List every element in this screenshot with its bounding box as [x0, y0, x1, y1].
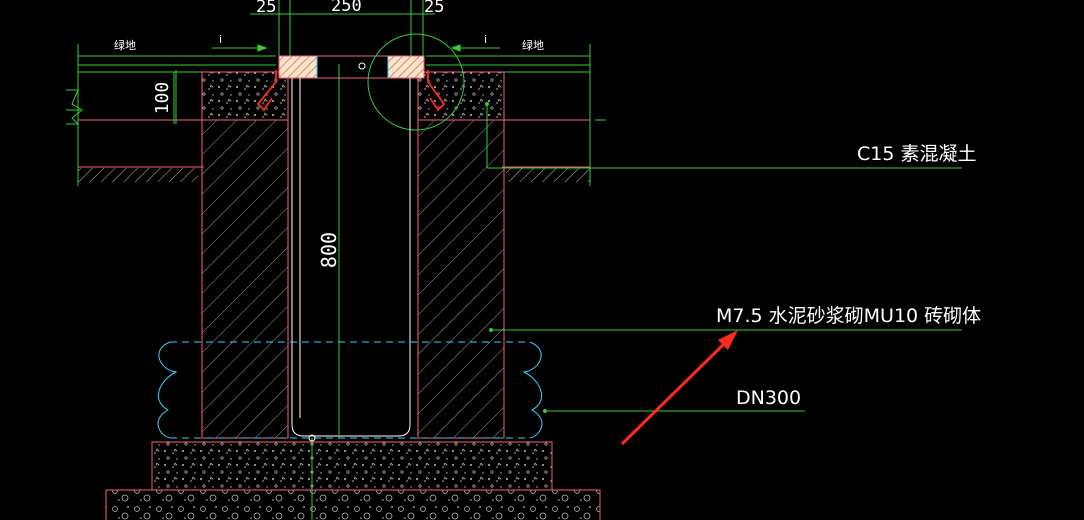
callout-label-pipe: DN300: [736, 387, 801, 409]
callout-label-masonry: M7.5 水泥砂浆砌MU10 砖砌体: [716, 305, 981, 327]
slope-label-right: i: [484, 33, 487, 46]
concrete-collar-left: [201, 71, 289, 121]
soil-hatch-right: [506, 168, 590, 182]
gravel-bedding: [105, 489, 601, 520]
masonry-wall-left: [201, 119, 289, 439]
anchor-hook-left: [256, 70, 277, 112]
detail-callout-circle: [367, 33, 465, 131]
grate-frame-left: [278, 55, 318, 79]
callout-dot-pipe: [543, 409, 547, 413]
dim-label-body-height: 800: [317, 232, 341, 268]
center-point-marker: [358, 62, 366, 70]
pipe-break-right: [522, 341, 543, 439]
pipe-break-left: [157, 341, 178, 439]
callout-leader-concrete: [486, 104, 962, 169]
anchor-hook-right: [427, 70, 446, 112]
grate-frame-right: [387, 55, 425, 79]
dim-label-cover-height: 100: [152, 82, 173, 115]
top-dimension-group: [250, 0, 435, 58]
dim-label-top-left: 25: [256, 0, 276, 17]
concrete-base-slab: [151, 441, 553, 493]
slope-arrow-left: [212, 44, 268, 52]
inner-channel: [291, 78, 411, 437]
base-center-marker: [308, 434, 316, 442]
red-annotation-arrow: [620, 330, 738, 446]
dim-label-top-right: 25: [424, 0, 444, 17]
callout-label-concrete: C15 素混凝土: [857, 143, 976, 165]
grate-cover: [316, 55, 389, 79]
slope-label-left: i: [219, 33, 222, 46]
ground-label-left: 绿地: [114, 38, 136, 52]
ground-surface-left: [66, 44, 276, 186]
dim-label-top-middle: 250: [331, 0, 362, 16]
pavement-layers: [78, 119, 590, 168]
callout-dot-masonry: [489, 328, 493, 332]
break-line-left: [66, 89, 83, 125]
callout-dot-concrete: [485, 102, 489, 106]
slope-arrow-right: [450, 44, 500, 52]
masonry-wall-right: [417, 119, 505, 439]
dn300-pipe: [170, 341, 530, 439]
concrete-collar-right: [417, 71, 505, 121]
soil-hatch-left: [78, 168, 198, 182]
ground-label-right: 绿地: [522, 38, 544, 52]
